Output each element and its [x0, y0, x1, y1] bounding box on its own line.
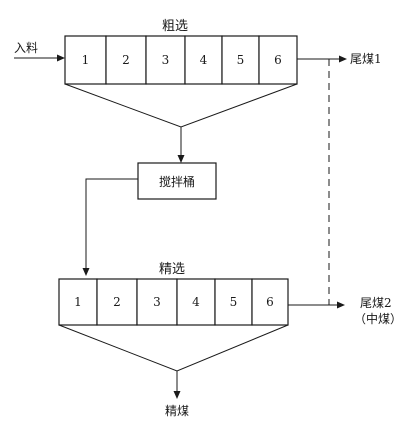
concentrate-arrow-head: [173, 391, 181, 399]
rougher-bank: 1 2 3 4 5 6: [64, 35, 298, 85]
feed-arrow-head: [57, 54, 65, 62]
cleaner-cell-number: 1: [74, 295, 82, 309]
tank-label: 搅拌桶: [159, 174, 195, 189]
tailings1-arrow-head: [339, 55, 347, 63]
cleaner-cell-number: 2: [113, 295, 121, 309]
rougher-cell-number: 3: [162, 53, 170, 67]
cleaner-cell-number: 5: [230, 295, 238, 309]
tailings2-arrow-head: [337, 301, 345, 309]
middlings-label: （中煤）: [354, 311, 402, 326]
cleaner-collection-funnel: [58, 324, 289, 372]
rougher-cell: 6: [258, 35, 298, 85]
feed-label: 入料: [14, 41, 38, 55]
rougher-cell: 4: [184, 35, 223, 85]
rougher-cell-number: 5: [237, 53, 245, 67]
cleaner-label: 精选: [159, 262, 185, 277]
tailings2-label: 尾煤2: [360, 296, 392, 310]
rougher-cell: 5: [221, 35, 260, 85]
rougher-to-tank-head: [177, 155, 185, 163]
tank-to-cleaner-head: [82, 268, 90, 276]
cleaner-cell-number: 4: [192, 295, 200, 309]
cleaner-cell: 3: [136, 278, 178, 326]
rougher-cell-number: 4: [200, 53, 208, 67]
rougher-cell-number: 6: [274, 53, 282, 67]
conditioning-tank: 搅拌桶: [137, 162, 217, 200]
cleaner-cell-number: 3: [153, 295, 161, 309]
cleaner-cell-number: 6: [266, 295, 274, 309]
cleaner-cell: 1: [58, 278, 98, 326]
rougher-cell: 3: [145, 35, 186, 85]
cleaner-cell: 4: [176, 278, 216, 326]
tank-to-cleaner-line: [85, 178, 138, 269]
rougher-cell-number: 1: [82, 53, 90, 67]
tailings1-label: 尾煤1: [350, 52, 382, 66]
cleaner-cell: 5: [214, 278, 253, 326]
rougher-cell: 2: [105, 35, 147, 85]
cleaner-cell: 2: [96, 278, 138, 326]
cleaner-bank: 1 2 3 4 5 6: [58, 278, 289, 326]
rougher-cell: 1: [64, 35, 107, 85]
rougher-cell-number: 2: [122, 53, 130, 67]
concentrate-label: 精煤: [165, 404, 189, 418]
rougher-collection-funnel: [64, 83, 298, 128]
cleaner-cell: 6: [251, 278, 289, 326]
rougher-label: 粗选: [162, 19, 188, 34]
